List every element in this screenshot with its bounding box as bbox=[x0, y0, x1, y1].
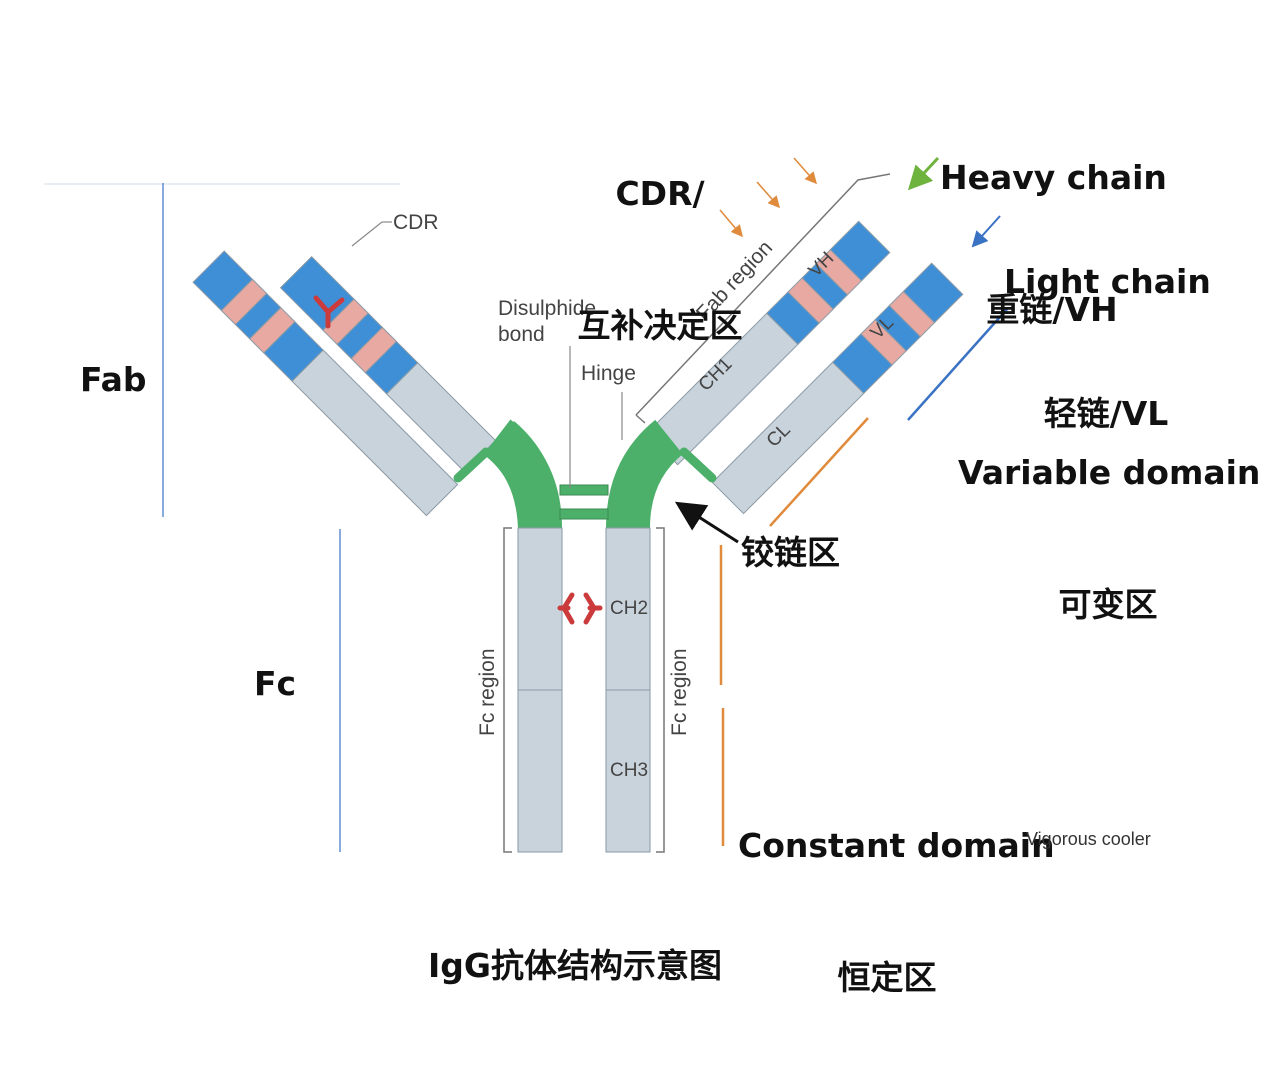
light-chain-annotation: Light chain 轻链/VL bbox=[1004, 172, 1211, 524]
disulphide-label-2: bond bbox=[498, 323, 545, 346]
cdr-label: CDR bbox=[393, 211, 439, 234]
variable-domain-line1: Variable domain bbox=[958, 453, 1261, 492]
heavy-chain-line1: Heavy chain bbox=[940, 158, 1167, 197]
fc-region-left-label: Fc region bbox=[476, 648, 499, 736]
cdr-annotation-line1: CDR/ bbox=[615, 174, 705, 213]
light-chain-line1: Light chain bbox=[1004, 262, 1211, 301]
fc-right-stem bbox=[605, 527, 651, 853]
light-chain-line2: 轻链/VL bbox=[1043, 394, 1169, 433]
fc-label: Fc bbox=[254, 664, 297, 703]
variable-domain-line2: 可变区 bbox=[1058, 585, 1158, 624]
constant-domain-line2: 恒定区 bbox=[837, 958, 937, 997]
constant-domain-line1: Constant domain bbox=[738, 826, 1055, 865]
fc-left-stem bbox=[517, 527, 563, 853]
ch3-label: CH3 bbox=[610, 760, 648, 781]
right-light-chain bbox=[711, 262, 964, 515]
igg-diagram: CDR Disulphide bond Hinge Fab region Fc … bbox=[44, 68, 1261, 997]
cdr-annotation-line2: 互补决定区 bbox=[577, 306, 743, 345]
heavy-chain-annotation: Heavy chain 重链/VH bbox=[940, 68, 1167, 420]
right-hinge bbox=[606, 419, 684, 529]
variable-domain-annotation: Variable domain 可变区 bbox=[958, 363, 1261, 715]
disulphide-label-1: Disulphide bbox=[498, 297, 596, 320]
glycan-fc bbox=[557, 592, 603, 625]
antibody-illustration: CDR Disulphide bond Hinge Fab region Fc … bbox=[44, 156, 1009, 853]
glycan-fab bbox=[313, 295, 345, 329]
left-light-chain bbox=[192, 250, 459, 517]
fab-label: Fab bbox=[80, 360, 147, 399]
heavy-chain-line2: 重链/VH bbox=[986, 290, 1118, 329]
constant-domain-diagonal bbox=[769, 417, 869, 527]
fc-region-right-label: Fc region bbox=[668, 648, 691, 736]
left-heavy-chain bbox=[279, 255, 497, 473]
watermark: Vigorous cooler bbox=[1026, 829, 1151, 849]
caption: IgG抗体结构示意图 bbox=[428, 946, 722, 985]
constant-domain-annotation: Constant domain 恒定区 bbox=[738, 736, 1055, 1088]
hinge-label: Hinge bbox=[581, 362, 636, 385]
hinge-cn-label: 铰链区 bbox=[741, 533, 840, 572]
variable-domain-line bbox=[907, 307, 1009, 421]
cdr-annotation: CDR/ 互补决定区 bbox=[560, 84, 760, 436]
ch2-label: CH2 bbox=[610, 598, 648, 619]
